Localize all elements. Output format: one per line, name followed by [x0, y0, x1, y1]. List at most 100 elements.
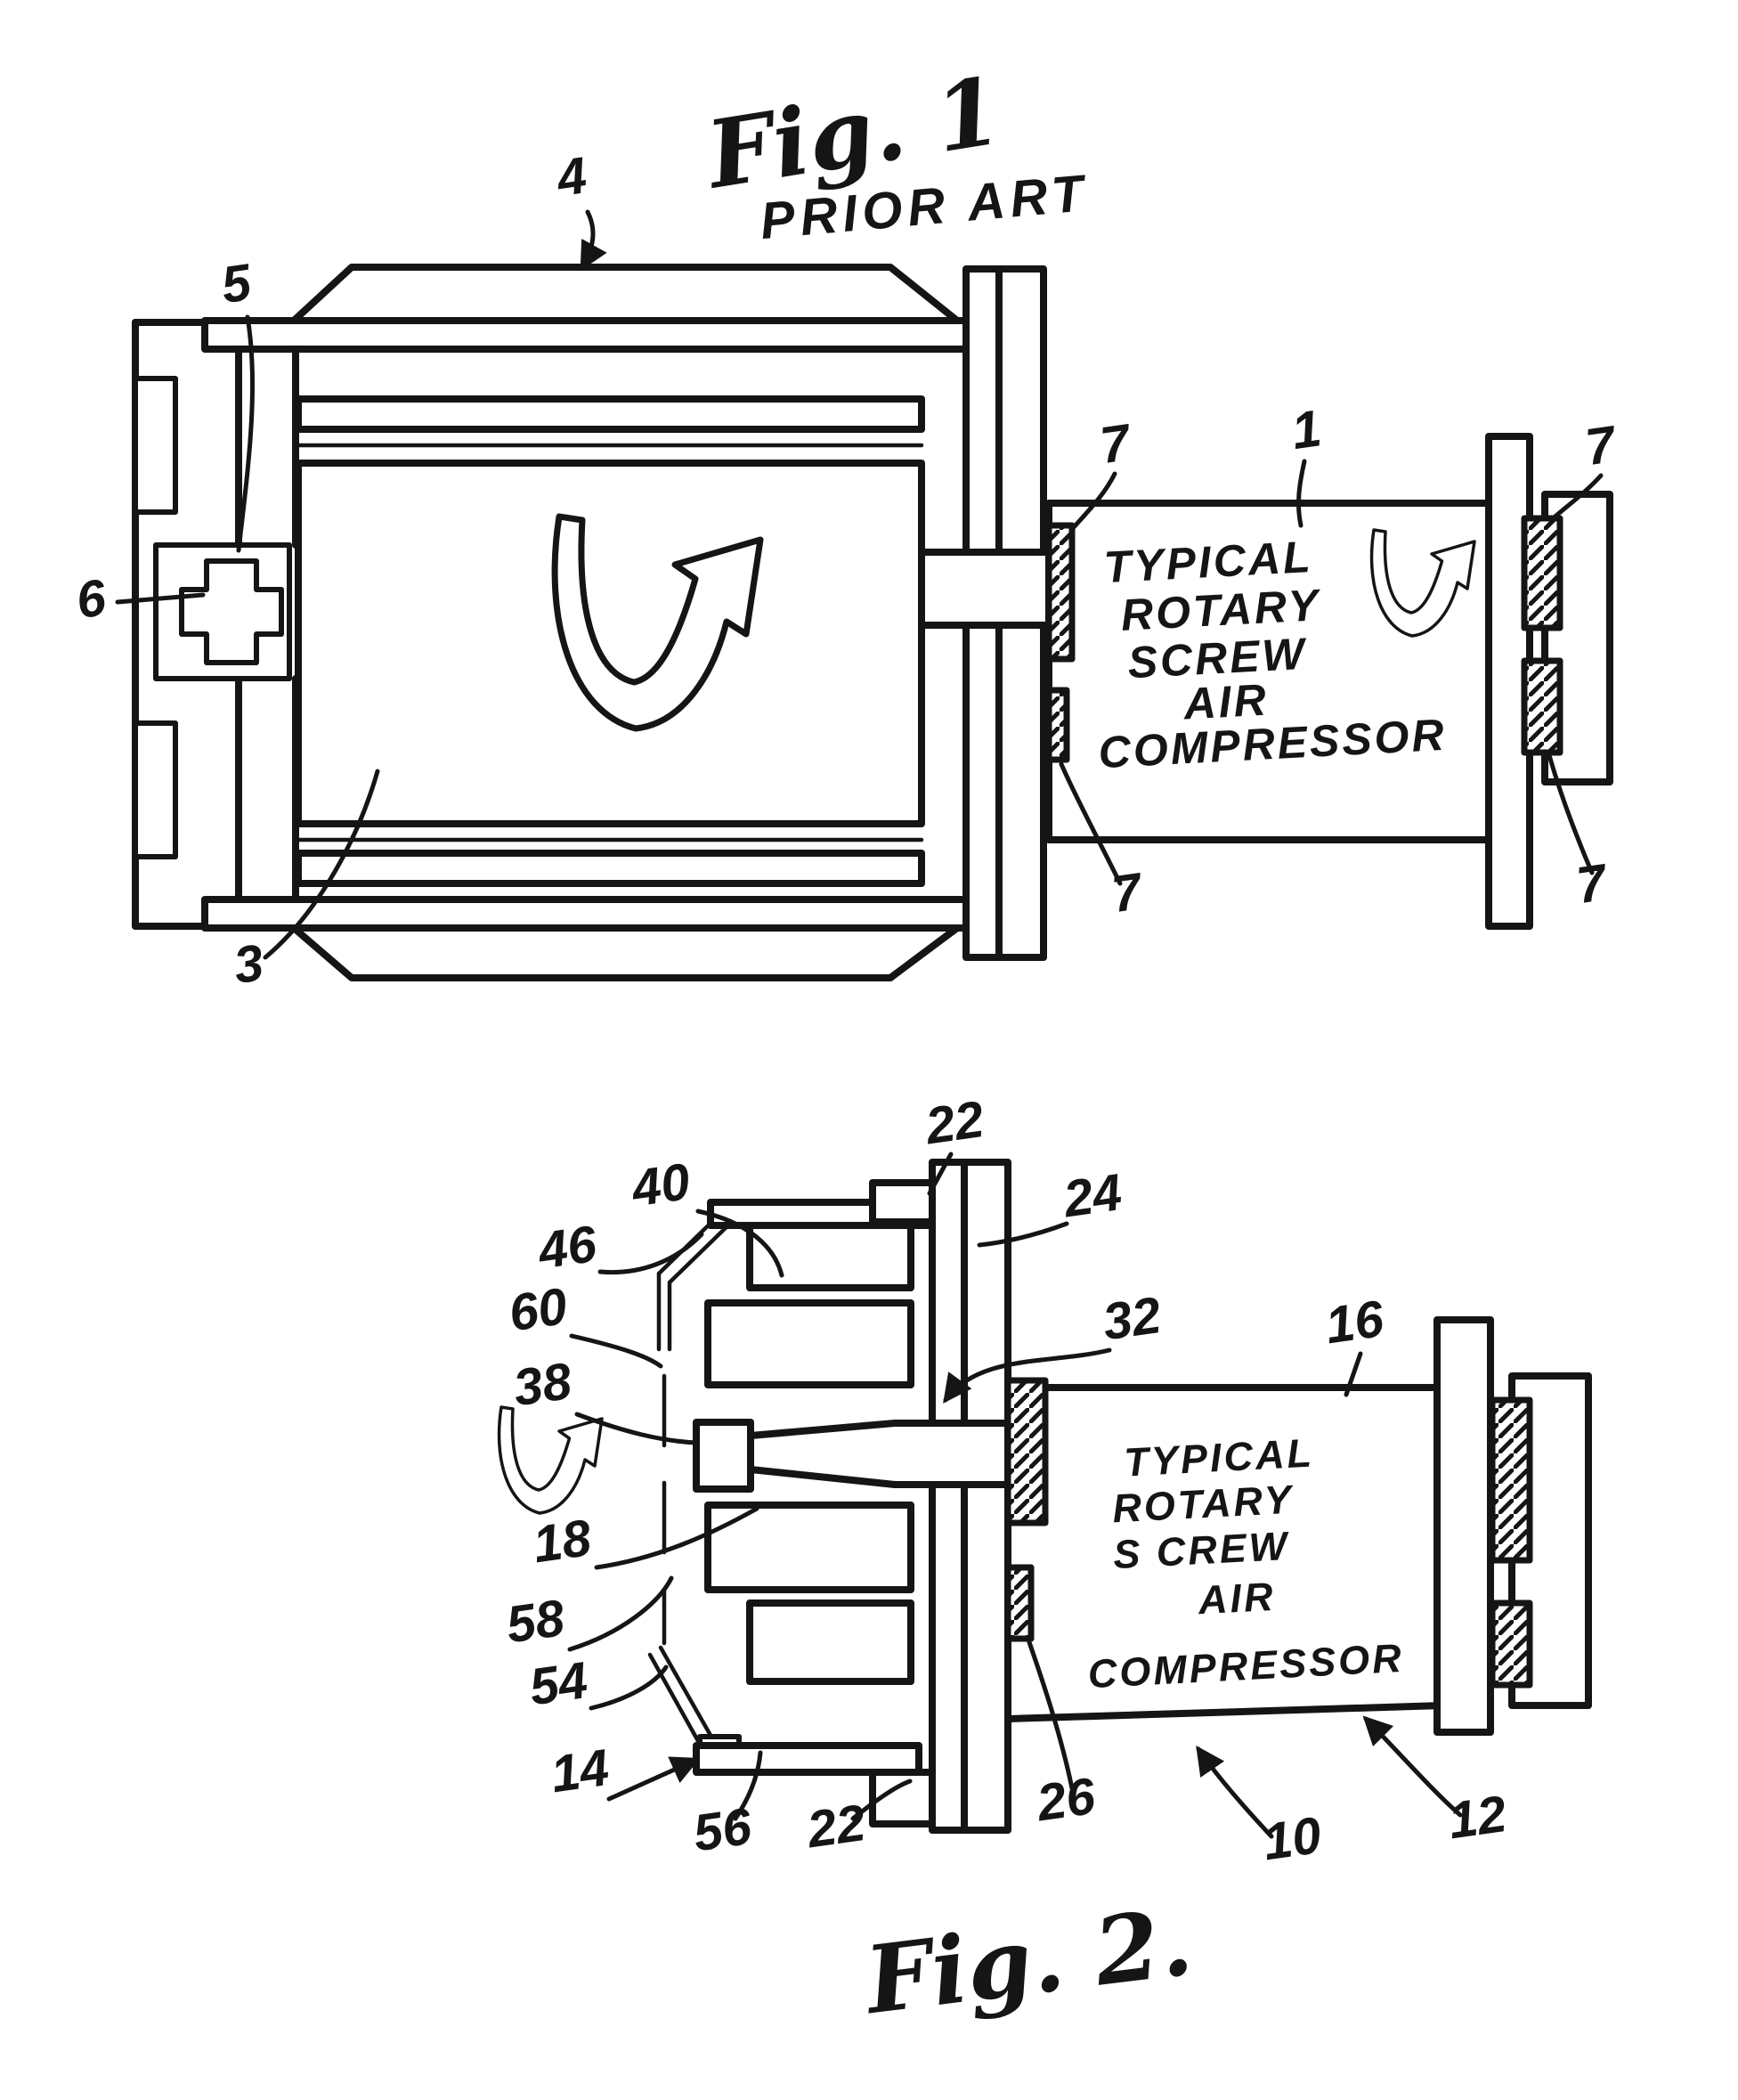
leader-24	[977, 1221, 1069, 1248]
stator-upper	[295, 395, 925, 433]
housing-left-wall-caps	[132, 319, 208, 930]
ref-label-22-top: 22	[922, 1090, 987, 1155]
ref-label-32: 32	[1100, 1286, 1165, 1351]
ref-label-7-upper-right: 7	[1582, 415, 1621, 476]
ref-label-26: 26	[1033, 1767, 1100, 1833]
leader-22-bottom	[850, 1778, 913, 1821]
compressor-text-line2: ROTARY	[1111, 1477, 1295, 1532]
compressor-text-line4: AIR	[1197, 1574, 1277, 1624]
housing-top-plate	[201, 317, 996, 353]
ref-label-5: 5	[218, 253, 256, 314]
ref-label-4: 4	[553, 146, 590, 208]
ref-label-56: 56	[690, 1797, 756, 1862]
leader-38	[574, 1412, 699, 1445]
compressor-unit-fig1: TYPICAL ROTARY SCREW AIR COMPRESSOR	[1045, 433, 1613, 930]
ref-label-46: 46	[534, 1215, 601, 1281]
compressor-text-line3: SCREW	[1126, 629, 1309, 688]
ref-label-54: 54	[526, 1651, 591, 1716]
drive-shaft	[891, 1420, 1014, 1488]
rotor-block-upper	[704, 1299, 914, 1388]
compressor-text-line2: ROTARY	[1120, 580, 1324, 640]
leader-32	[943, 1347, 1112, 1404]
adapter-plate-outer-bar	[961, 1159, 1011, 1834]
leader-46	[597, 1232, 704, 1275]
housing-bottom-plate	[201, 896, 996, 932]
motor-internals	[295, 395, 925, 887]
coupling-hatch-lower-left	[1045, 687, 1070, 763]
ref-label-24: 24	[1060, 1163, 1125, 1228]
shroud-lower-inner	[647, 1652, 704, 1750]
figure-2-caption: Fig. 2.	[857, 1886, 1198, 2035]
compressor-text-line1: TYPICAL	[1123, 1429, 1315, 1485]
compressor-text-line4: AIR	[1181, 675, 1270, 729]
coupling-hatch-upper-right	[1521, 515, 1563, 631]
housing-bottom-skirt	[290, 924, 961, 981]
rotor	[295, 460, 925, 827]
motor-housing	[132, 264, 996, 981]
ref-label-7-upper-left: 7	[1097, 413, 1136, 475]
ref-label-16: 16	[1322, 1290, 1388, 1355]
ref-label-22-bottom: 22	[803, 1794, 869, 1859]
housing-inner-wall	[235, 346, 299, 903]
ref-label-40: 40	[628, 1152, 694, 1217]
ref-label-3: 3	[231, 933, 267, 995]
shroud-upper-outer	[656, 1205, 729, 1352]
rotation-arrow-icon	[497, 1405, 604, 1515]
ref-label-1: 1	[1288, 399, 1325, 460]
leader-6	[115, 592, 206, 605]
leader-58	[567, 1575, 674, 1652]
figure-2: TYPICAL ROTARY S CREW AIR COMPRESSOR 22 …	[497, 1090, 1592, 2036]
coupling-hatch-right-upper	[1489, 1396, 1533, 1564]
compressor-text-line1: TYPICAL	[1102, 532, 1314, 592]
leader-16	[1344, 1351, 1363, 1397]
leader-26	[1027, 1640, 1075, 1791]
coupling-hatch-upper-left	[1045, 522, 1076, 663]
integrated-rotor-assembly	[497, 1199, 949, 1776]
compressor-text-line3: S CREW	[1112, 1523, 1291, 1577]
leader-10	[1196, 1745, 1274, 1839]
ref-label-7-lower-right: 7	[1573, 853, 1612, 915]
housing-vent-upper	[133, 376, 178, 515]
leader-7-lower-right	[1547, 753, 1595, 875]
leader-3	[263, 769, 380, 960]
leader-40	[695, 1209, 784, 1278]
shaft-end-cross	[179, 558, 284, 665]
stator-block-lower	[746, 1599, 914, 1685]
ref-label-14: 14	[548, 1738, 613, 1803]
ref-label-12: 12	[1445, 1785, 1510, 1850]
ref-label-38: 38	[510, 1352, 576, 1417]
rotor-hub	[693, 1419, 754, 1493]
leader-1	[1295, 459, 1307, 528]
ref-label-60: 60	[506, 1277, 571, 1342]
leader-60	[569, 1333, 663, 1369]
mounting-bolt-upper	[869, 1179, 936, 1225]
shaft-passthrough	[929, 1427, 1011, 1481]
figure-2-reference-labels: 22 24 40 46 60 38 18 58 54 14 56 22	[503, 1090, 1510, 1871]
rotor-block-lower	[704, 1502, 914, 1593]
leader-14	[606, 1756, 701, 1802]
leader-54	[589, 1665, 669, 1711]
housing-top-cover	[290, 264, 961, 324]
housing-vent-lower	[133, 720, 178, 859]
ref-label-6: 6	[73, 568, 110, 630]
coupling-hatch-upper	[1004, 1377, 1049, 1526]
adapter-plate-inner-bar	[929, 1159, 968, 1834]
leader-12	[1362, 1715, 1463, 1818]
motor-shaft	[918, 549, 1052, 629]
shroud-lower-outer	[658, 1645, 715, 1741]
leader-18	[594, 1506, 759, 1570]
coupling-hatch-lower	[1004, 1564, 1035, 1642]
coupling-hatch-lower-right	[1521, 657, 1563, 756]
ref-label-18: 18	[530, 1509, 596, 1574]
compressor-output-plate	[1433, 1316, 1494, 1736]
shaft-passthrough	[962, 556, 1049, 622]
shaft-cone	[747, 1420, 898, 1488]
figure-1-prior-art: Fig. 1 PRIOR ART	[73, 55, 1621, 995]
rotor-bottom-strip	[693, 1742, 922, 1776]
leader-4	[580, 209, 607, 272]
stator-block-upper	[746, 1222, 914, 1291]
motor-end-plate	[918, 265, 1052, 961]
stator-lower	[295, 850, 925, 887]
ref-label-10: 10	[1260, 1806, 1325, 1871]
